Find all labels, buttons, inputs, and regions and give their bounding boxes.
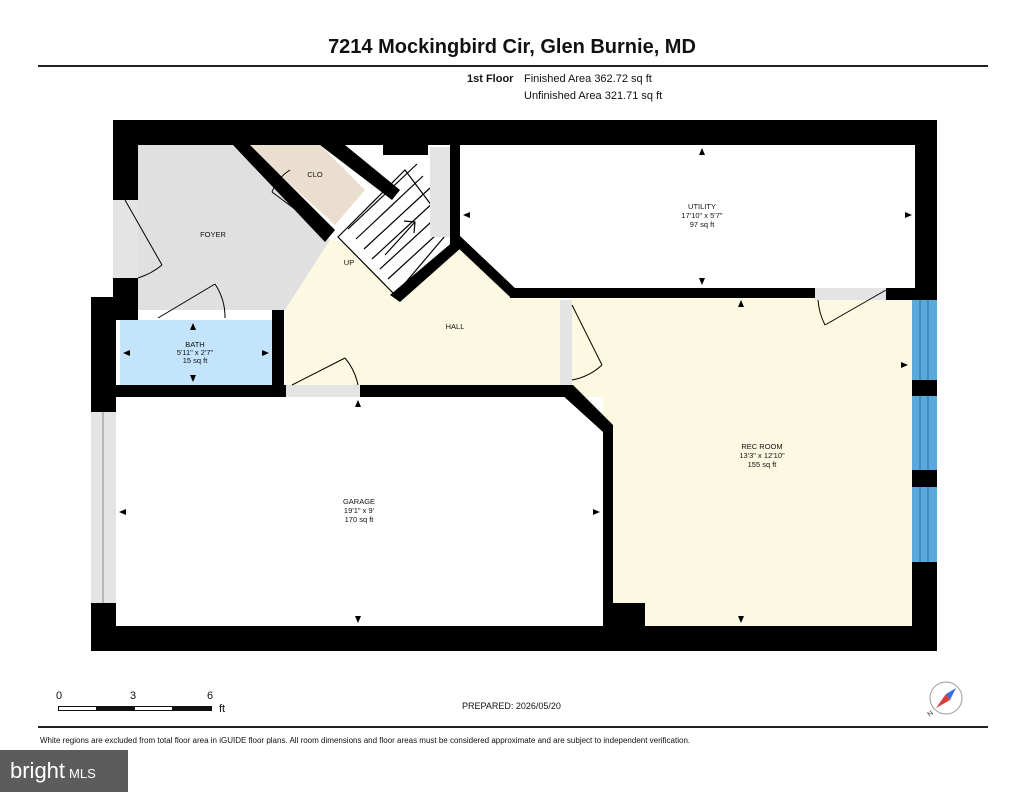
bath-label: BATH — [185, 340, 204, 349]
scale-segment-4 — [172, 706, 212, 711]
stairs-up-label: UP — [344, 258, 354, 267]
utility-area: 97 sq ft — [690, 220, 716, 229]
doors — [91, 169, 887, 603]
foyer-room-fill — [138, 145, 330, 310]
utility-room-fill — [460, 145, 915, 290]
scale-tick-0: 0 — [56, 690, 63, 702]
unfinished-area: Unfinished Area 321.71 sq ft — [524, 90, 663, 102]
hall-label: HALL — [446, 322, 465, 331]
logo-brand: bright — [10, 758, 66, 783]
utility-label: UTILITY — [688, 202, 716, 211]
rec-room-area: 155 sq ft — [748, 460, 778, 469]
prepared-date: PREPARED: 2026/05/20 — [462, 701, 561, 711]
scale-segment-3 — [134, 706, 173, 711]
floor-label: 1st Floor — [467, 73, 514, 85]
closet-label: CLO — [307, 170, 323, 179]
footer-divider — [38, 726, 988, 728]
disclaimer-text: White regions are excluded from total fl… — [40, 736, 691, 745]
stair-arrow-icon — [384, 221, 416, 256]
page-title: 7214 Mockingbird Cir, Glen Burnie, MD — [328, 36, 696, 58]
bath-room-fill — [120, 320, 272, 385]
windows — [912, 300, 937, 562]
rec-room-label: REC ROOM — [741, 442, 782, 451]
stairs-light-landing — [430, 147, 450, 237]
scale-bar: 0 3 6 ft — [56, 690, 236, 720]
bath-dims: 5'11" x 2'7" — [177, 348, 214, 357]
garage-room-fill — [116, 397, 603, 627]
foyer-label: FOYER — [200, 230, 226, 239]
compass-icon: N — [927, 681, 963, 718]
rec-room-dims: 13'3" x 12'10" — [739, 451, 785, 460]
utility-dims: 17'10" x 5'7" — [681, 211, 722, 220]
scale-tick-6: 6 — [207, 690, 214, 702]
rec-room-fill — [570, 297, 912, 626]
scale-segment-2 — [96, 706, 135, 711]
scale-tick-3: 3 — [130, 690, 137, 702]
scale-unit: ft — [219, 703, 226, 715]
closet-room-fill — [247, 145, 365, 225]
garage-label: GARAGE — [343, 497, 375, 506]
garage-area: 170 sq ft — [345, 515, 375, 524]
compass-north-label: N — [927, 710, 935, 718]
header-divider — [38, 65, 988, 67]
garage-dims: 19'1" x 9' — [344, 506, 375, 515]
hall-room-fill — [285, 240, 560, 385]
bath-area: 15 sq ft — [183, 356, 209, 365]
walls — [91, 120, 937, 651]
scale-segment-1 — [58, 706, 97, 711]
finished-area: Finished Area 362.72 sq ft — [524, 73, 652, 85]
dimension-arrows — [119, 148, 912, 623]
logo-suffix: MLS — [69, 766, 96, 781]
